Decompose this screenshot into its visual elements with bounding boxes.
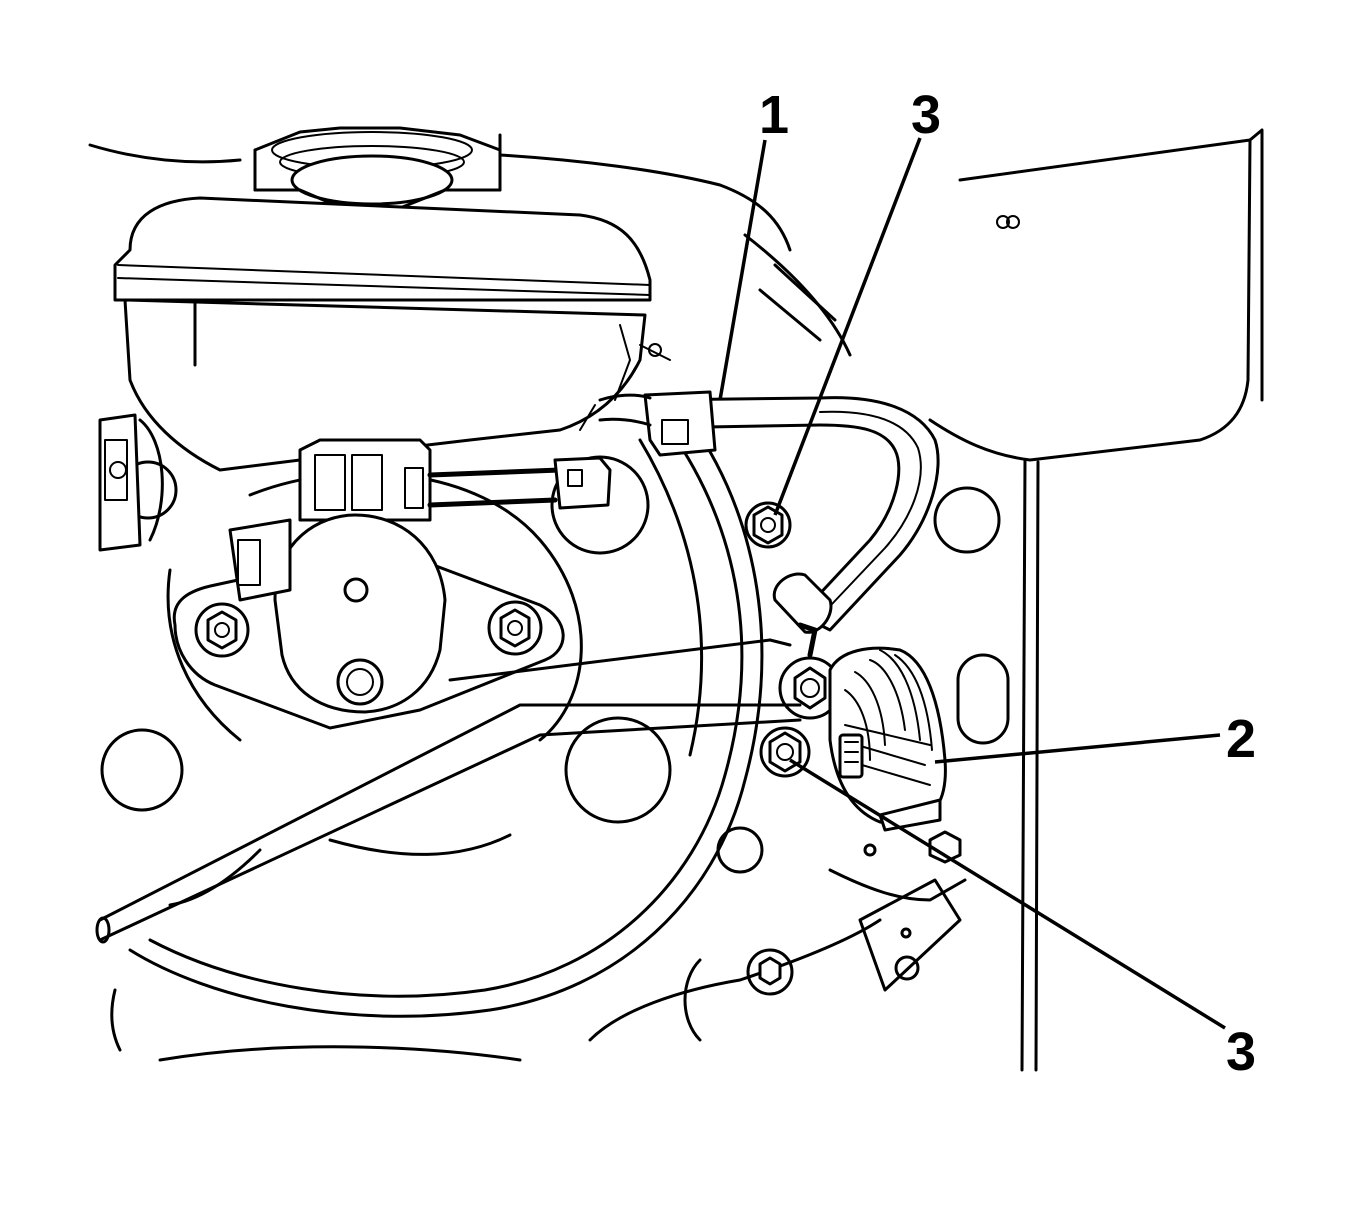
master-cylinder	[172, 438, 612, 730]
brake-booster	[100, 418, 764, 1018]
vacuum-hose	[579, 390, 940, 634]
callout-label-2: 2	[1226, 709, 1257, 769]
leader-line-2	[934, 733, 1221, 764]
callout-label-3-upper: 3	[911, 85, 942, 145]
leader-lines	[718, 137, 1226, 1030]
fluid-reservoir	[113, 126, 671, 472]
leader-line-3b	[789, 758, 1226, 1030]
callout-label-1: 1	[759, 85, 790, 145]
leader-line-3a	[773, 137, 922, 516]
check-valve-and-rod	[95, 622, 842, 944]
firewall-panel	[88, 128, 1264, 1072]
upper-nut	[744, 501, 792, 549]
callout-label-3-lower: 3	[1226, 1022, 1257, 1082]
left-connector	[98, 413, 164, 552]
leader-line-1	[718, 139, 767, 401]
vacuum-sensor	[828, 646, 947, 832]
